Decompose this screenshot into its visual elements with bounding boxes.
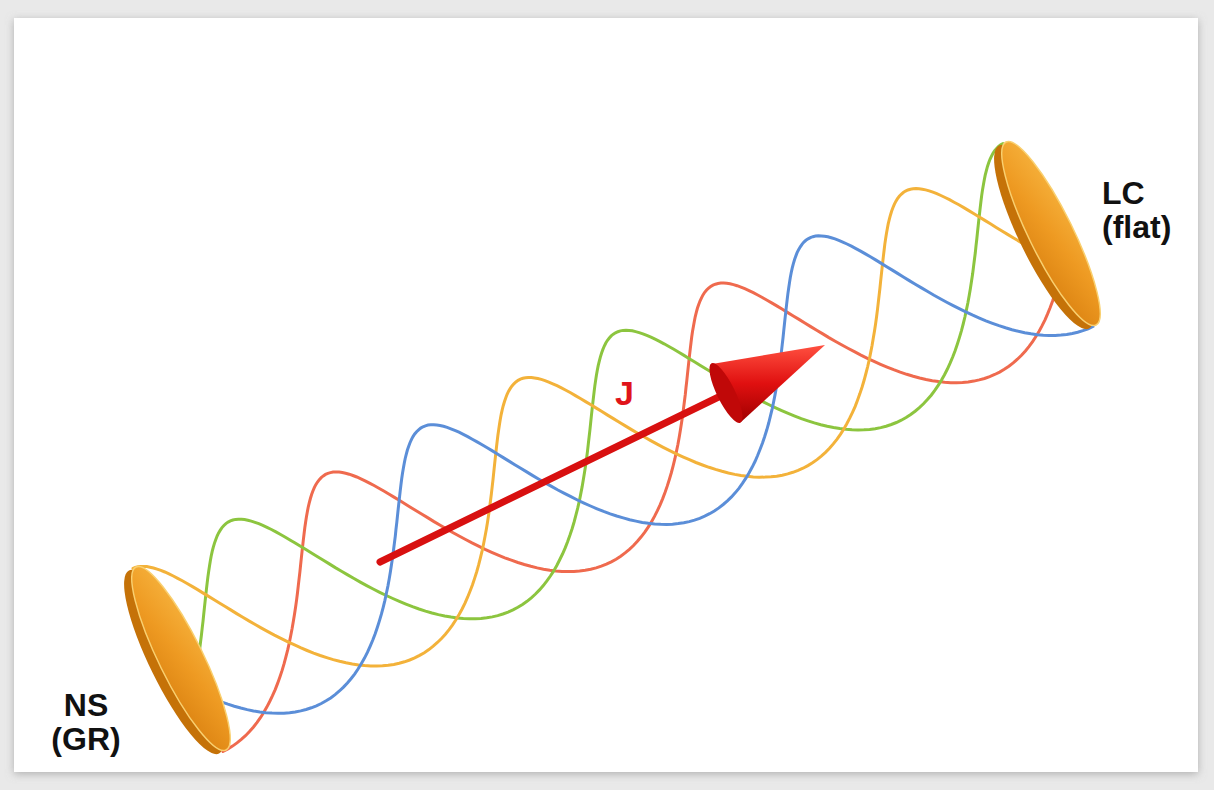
field-line xyxy=(223,225,1070,752)
vector-label: J xyxy=(612,374,637,412)
field-line xyxy=(156,236,1093,714)
disc-label: NS (GR) xyxy=(40,688,132,756)
panel xyxy=(14,18,1198,772)
arrow-shaft xyxy=(380,389,735,562)
field-line xyxy=(133,189,1026,666)
disc-node: NS (GR) xyxy=(63,545,293,775)
field-line xyxy=(200,144,1003,650)
disc-node: LC (flat) xyxy=(933,120,1163,350)
disc-label: LC (flat) xyxy=(1102,176,1194,244)
arrow-head-base xyxy=(703,359,748,426)
